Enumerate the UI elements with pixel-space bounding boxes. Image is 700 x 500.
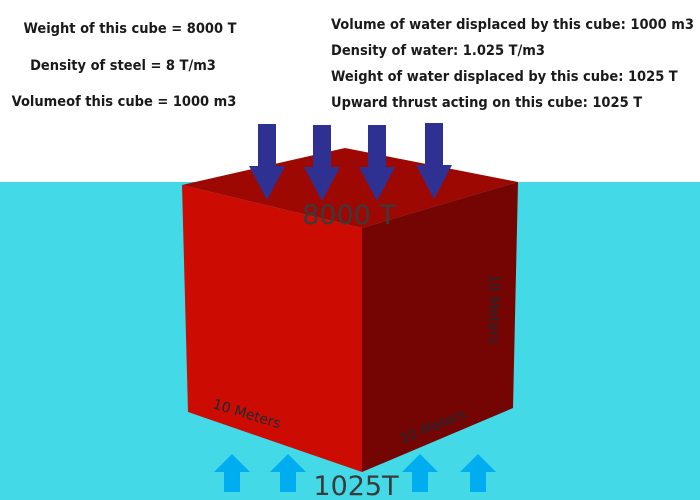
right-info-1: Volume of water displaced by this cube: …	[331, 17, 694, 33]
cube-front-face	[182, 185, 362, 472]
cube-side-face	[362, 182, 518, 472]
down-force-arrow	[416, 123, 452, 199]
right-info-2: Density of water: 1.025 T/m3	[331, 43, 545, 59]
down-force-arrow	[249, 124, 285, 200]
left-info-2: Density of steel = 8 T/m3	[30, 58, 216, 74]
left-info-3: Volumeof this cube = 1000 m3	[12, 94, 237, 110]
left-info-1: Weight of this cube = 8000 T	[23, 21, 236, 37]
down-force-label: 8000 T	[302, 200, 396, 231]
right-info-3: Weight of water displaced by this cube: …	[331, 69, 678, 85]
right-info-4: Upward thrust acting on this cube: 1025 …	[331, 95, 642, 111]
edge-label-right-vertical: 10 Meters	[485, 274, 501, 344]
down-force-arrow	[304, 125, 340, 201]
upward-thrust-arrow	[460, 454, 496, 492]
upward-thrust-arrow	[402, 454, 438, 492]
down-force-arrow	[359, 125, 395, 201]
up-force-label: 1025T	[313, 471, 399, 500]
upward-thrust-arrow	[214, 454, 250, 492]
upward-thrust-arrow	[270, 454, 306, 492]
